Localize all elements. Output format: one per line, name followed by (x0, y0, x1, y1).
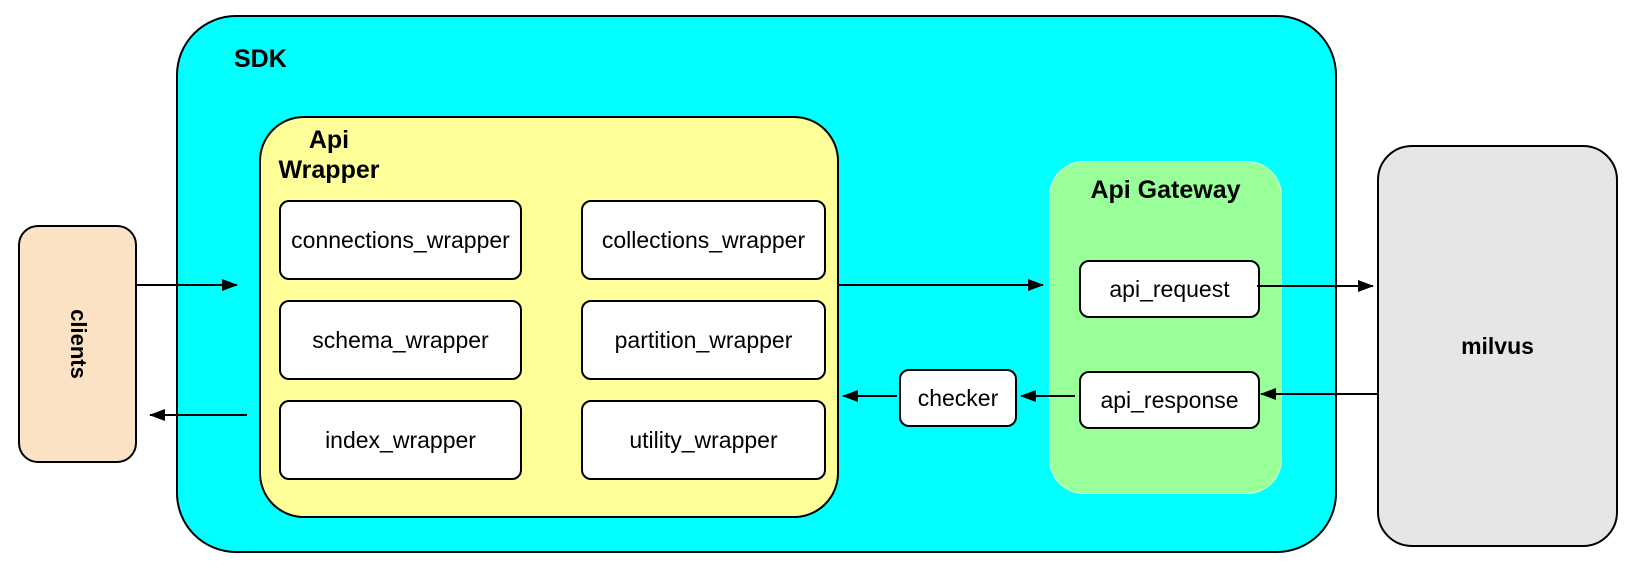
sdk-label: SDK (234, 45, 287, 73)
api-wrapper-label: Api Wrapper (278, 126, 380, 184)
index-wrapper-label: index_wrapper (325, 426, 476, 453)
partition-wrapper-box: partition_wrapper (581, 300, 826, 380)
connections-wrapper-label: connections_wrapper (291, 226, 510, 253)
milvus-label: milvus (1461, 332, 1534, 359)
milvus-box: milvus (1377, 145, 1618, 547)
utility-wrapper-label: utility_wrapper (629, 426, 778, 453)
api-wrapper-container: Api Wrapper connections_wrapper collecti… (259, 116, 839, 518)
api-response-label: api_response (1100, 386, 1239, 413)
schema-wrapper-label: schema_wrapper (312, 326, 489, 353)
connections-wrapper-box: connections_wrapper (279, 200, 522, 280)
partition-wrapper-label: partition_wrapper (614, 326, 793, 353)
api-response-box: api_response (1079, 371, 1260, 429)
index-wrapper-box: index_wrapper (279, 400, 522, 480)
api-gateway-label: Api Gateway (1090, 176, 1241, 204)
checker-label: checker (917, 384, 999, 411)
collections-wrapper-label: collections_wrapper (601, 226, 806, 253)
sdk-container: SDK Api Wrapper connections_wrapper coll… (176, 15, 1337, 553)
schema-wrapper-box: schema_wrapper (279, 300, 522, 380)
clients-box: clients (18, 225, 137, 463)
api-request-label: api_request (1109, 275, 1230, 302)
api-gateway-container: Api Gateway api_request api_response (1049, 161, 1282, 494)
clients-label: clients (65, 309, 91, 379)
utility-wrapper-box: utility_wrapper (581, 400, 826, 480)
checker-box: checker (899, 369, 1017, 427)
api-request-box: api_request (1079, 260, 1260, 318)
collections-wrapper-box: collections_wrapper (581, 200, 826, 280)
